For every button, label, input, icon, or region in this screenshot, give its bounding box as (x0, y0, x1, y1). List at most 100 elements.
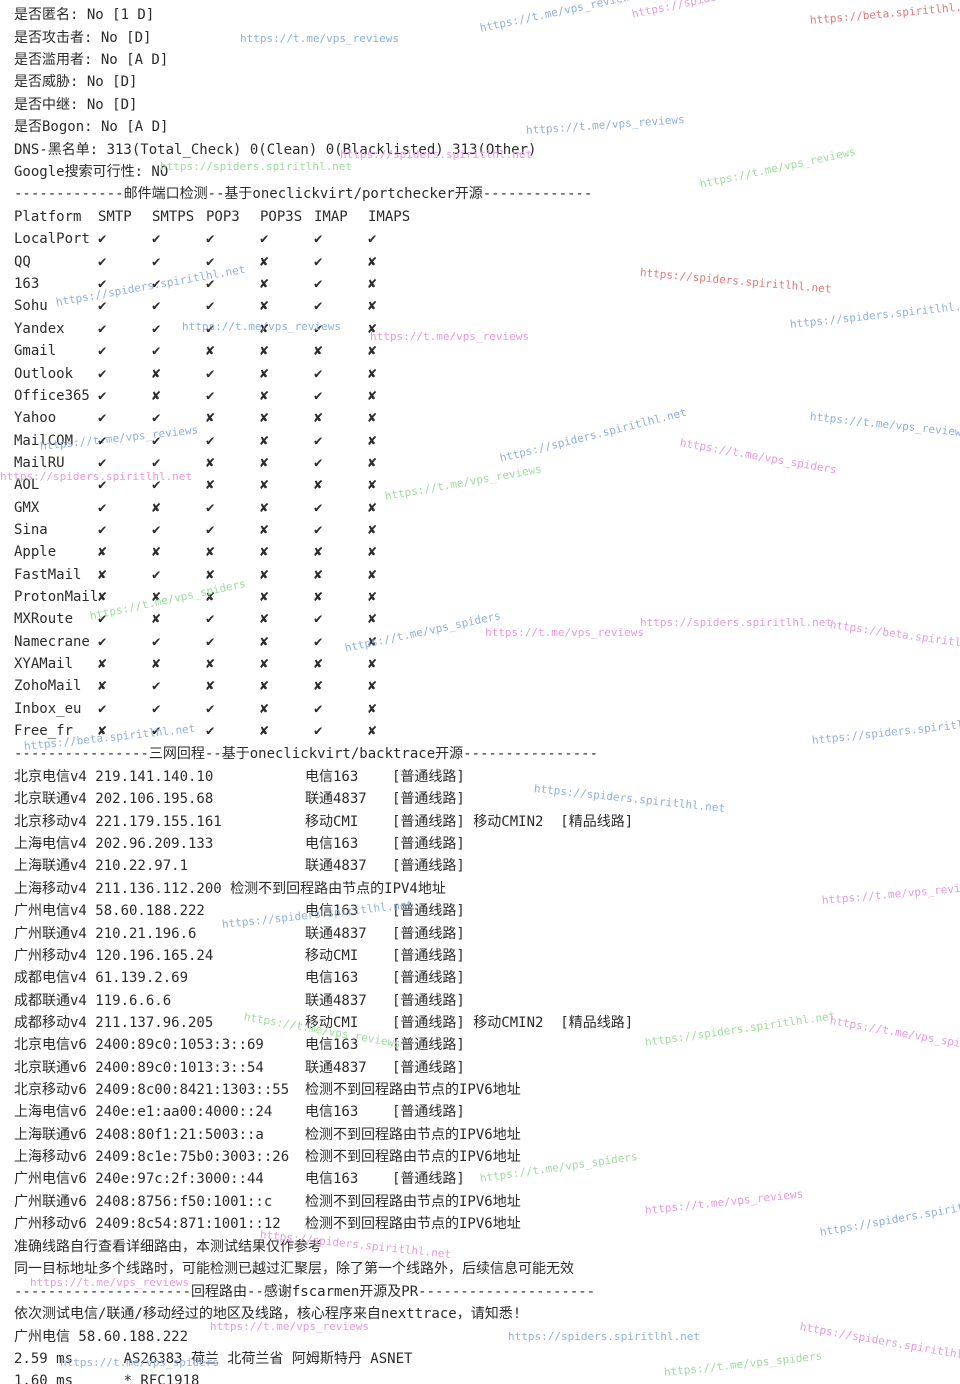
mail-port-status: ✘ (368, 678, 377, 695)
mail-platform-name: MailRU (14, 454, 65, 471)
backtrace-route-result: 移动CMI [普通线路] 移动CMIN2 [精品线路] (305, 1014, 634, 1031)
backtrace-target: 上海联通v4 210.22.97.1 (14, 858, 189, 875)
backtrace-note-multiline: 同一目标地址多个线路时，可能检测已越过汇聚层，除了第一个线路外，后续信息可能无效 (14, 1261, 574, 1277)
mail-port-status: ✘ (260, 410, 269, 427)
mail-port-status: ✘ (368, 566, 377, 583)
mail-port-status: ✘ (98, 656, 107, 672)
mail-port-status: ✔ (314, 387, 323, 404)
mail-table-header-imap: IMAP (314, 209, 348, 225)
mail-port-status: ✘ (314, 477, 323, 494)
mail-port-status: ✘ (314, 589, 323, 605)
mail-port-status: ✘ (368, 410, 377, 427)
mail-port-status: ✔ (98, 343, 107, 360)
mail-port-status: ✘ (260, 432, 269, 449)
mail-table-header-smtp: SMTP (98, 209, 132, 225)
mail-port-status: ✘ (368, 499, 377, 516)
mail-port-status: ✔ (98, 633, 107, 650)
mail-port-status: ✘ (152, 544, 161, 561)
mail-port-status: ✘ (260, 656, 269, 672)
mail-port-status: ✔ (152, 454, 161, 471)
ip-info-dns-blacklist: DNS-黑名单: 313(Total_Check) 0(Clean) 0(Bla… (14, 142, 537, 158)
watermark-text: https://spiders.spiritlhl.net (640, 616, 833, 629)
mail-platform-name: Sina (14, 521, 48, 538)
mail-port-status: ✘ (368, 544, 377, 561)
backtrace-target: 成都移动v4 211.137.96.205 (14, 1014, 214, 1031)
watermark-text: https://spiders.spiritlhl.net (639, 266, 832, 296)
backtrace-route-result: 联通4837 [普通线路] (305, 1059, 465, 1076)
mail-port-status: ✘ (260, 544, 269, 561)
mail-platform-name: Inbox_eu (14, 700, 82, 717)
mail-port-status: ✘ (314, 656, 323, 672)
mail-port-status: ✘ (206, 477, 215, 494)
mail-platform-name: Namecrane (14, 633, 90, 650)
mail-port-status: ✔ (206, 387, 215, 404)
backtrace-target: 上海移动v4 211.136.112.200 检测不到回程路由节点的IPV4地址 (14, 880, 446, 897)
mail-port-status: ✔ (260, 231, 269, 248)
watermark-text: https://spiders.spiritlhl.net (818, 1192, 960, 1239)
mail-port-status: ✔ (152, 521, 161, 538)
watermark-text: https://t.me/vps_reviews (240, 32, 399, 45)
mail-platform-name: Free_fr (14, 723, 74, 740)
backtrace-target: 广州联通v6 2408:8756:f50:1001::c (14, 1193, 273, 1210)
backtrace-target: 成都电信v4 61.139.2.69 (14, 970, 189, 987)
backtrace-target: 广州电信v4 58.60.188.222 (14, 903, 205, 920)
mail-port-status: ✔ (98, 365, 107, 382)
mail-port-status: ✔ (152, 566, 161, 583)
mail-port-status: ✘ (260, 276, 269, 293)
mail-port-status: ✔ (98, 454, 107, 471)
mail-port-status: ✔ (314, 611, 323, 628)
watermark-text: https://t.me/vps_reviews (525, 112, 686, 137)
mail-port-status: ✘ (314, 678, 323, 695)
mail-port-status: ✔ (152, 231, 161, 248)
mail-platform-name: QQ (14, 253, 31, 270)
mail-port-status: ✘ (368, 432, 377, 449)
watermark-text: https://spiders.spiritlhl.net (644, 1009, 837, 1049)
watermark-text: https://t.me/vps_reviews (809, 410, 960, 440)
mail-port-status: ✘ (368, 454, 377, 471)
mail-port-status: ✔ (152, 477, 161, 494)
mail-port-status: ✔ (314, 253, 323, 270)
backtrace-target: 北京移动v4 221.179.155.161 (14, 813, 222, 830)
mail-port-status: ✔ (98, 320, 107, 337)
mail-port-status: ✔ (152, 633, 161, 650)
mail-port-status: ✔ (314, 298, 323, 315)
mail-port-status: ✘ (314, 343, 323, 360)
backtrace-route-result: 联通4837 [普通线路] (305, 791, 465, 808)
route-intro-line: 依次测试电信/联通/移动经过的地区及线路，核心程序来自nexttrace，请知悉… (14, 1306, 522, 1322)
mail-port-status: ✔ (206, 499, 215, 516)
mail-port-status: ✔ (206, 298, 215, 315)
mail-port-status: ✔ (314, 633, 323, 650)
mail-port-status: ✘ (260, 343, 269, 360)
mail-port-status: ✘ (152, 499, 161, 516)
mail-port-status: ✔ (152, 276, 161, 293)
mail-table-header-smtps: SMTPS (152, 209, 195, 225)
mail-port-status: ✘ (206, 678, 215, 695)
mail-port-status: ✔ (206, 231, 215, 248)
ip-info-threat: 是否威胁: No [D] (14, 74, 138, 90)
backtrace-route-result: 电信163 [普通线路] (305, 1037, 465, 1054)
backtrace-target: 北京联通v4 202.106.195.68 (14, 791, 214, 808)
mail-port-status: ✔ (314, 320, 323, 337)
mail-port-status: ✔ (368, 231, 377, 248)
mail-port-status: ✔ (98, 700, 107, 717)
watermark-text: https://spiders.spiritlhl.net (54, 262, 247, 309)
mail-port-status: ✘ (368, 633, 377, 650)
mail-port-status: ✘ (206, 566, 215, 583)
mail-port-status: ✘ (314, 566, 323, 583)
mail-port-status: ✘ (206, 656, 215, 672)
mail-table-header-platform: Platform (14, 209, 82, 225)
backtrace-target: 成都联通v4 119.6.6.6 (14, 992, 172, 1009)
mail-port-status: ✔ (314, 454, 323, 471)
mail-port-status: ✔ (98, 521, 107, 538)
backtrace-target: 上海电信v4 202.96.209.133 (14, 836, 214, 852)
mail-port-status: ✘ (152, 611, 161, 628)
mail-port-status: ✘ (98, 589, 107, 605)
mail-port-status: ✘ (98, 544, 107, 561)
mail-port-status: ✔ (206, 611, 215, 628)
mail-port-status: ✘ (260, 611, 269, 628)
watermark-text: https://spiders.spiritlhl.net (631, 0, 822, 21)
backtrace-target: 北京移动v6 2409:8c00:8421:1303::55 (14, 1081, 290, 1098)
watermark-text: https://beta.spiritlhl.net (829, 618, 960, 655)
mail-port-status: ✘ (260, 320, 269, 337)
backtrace-target: 广州移动v6 2409:8c54:871:1001::12 (14, 1216, 281, 1232)
